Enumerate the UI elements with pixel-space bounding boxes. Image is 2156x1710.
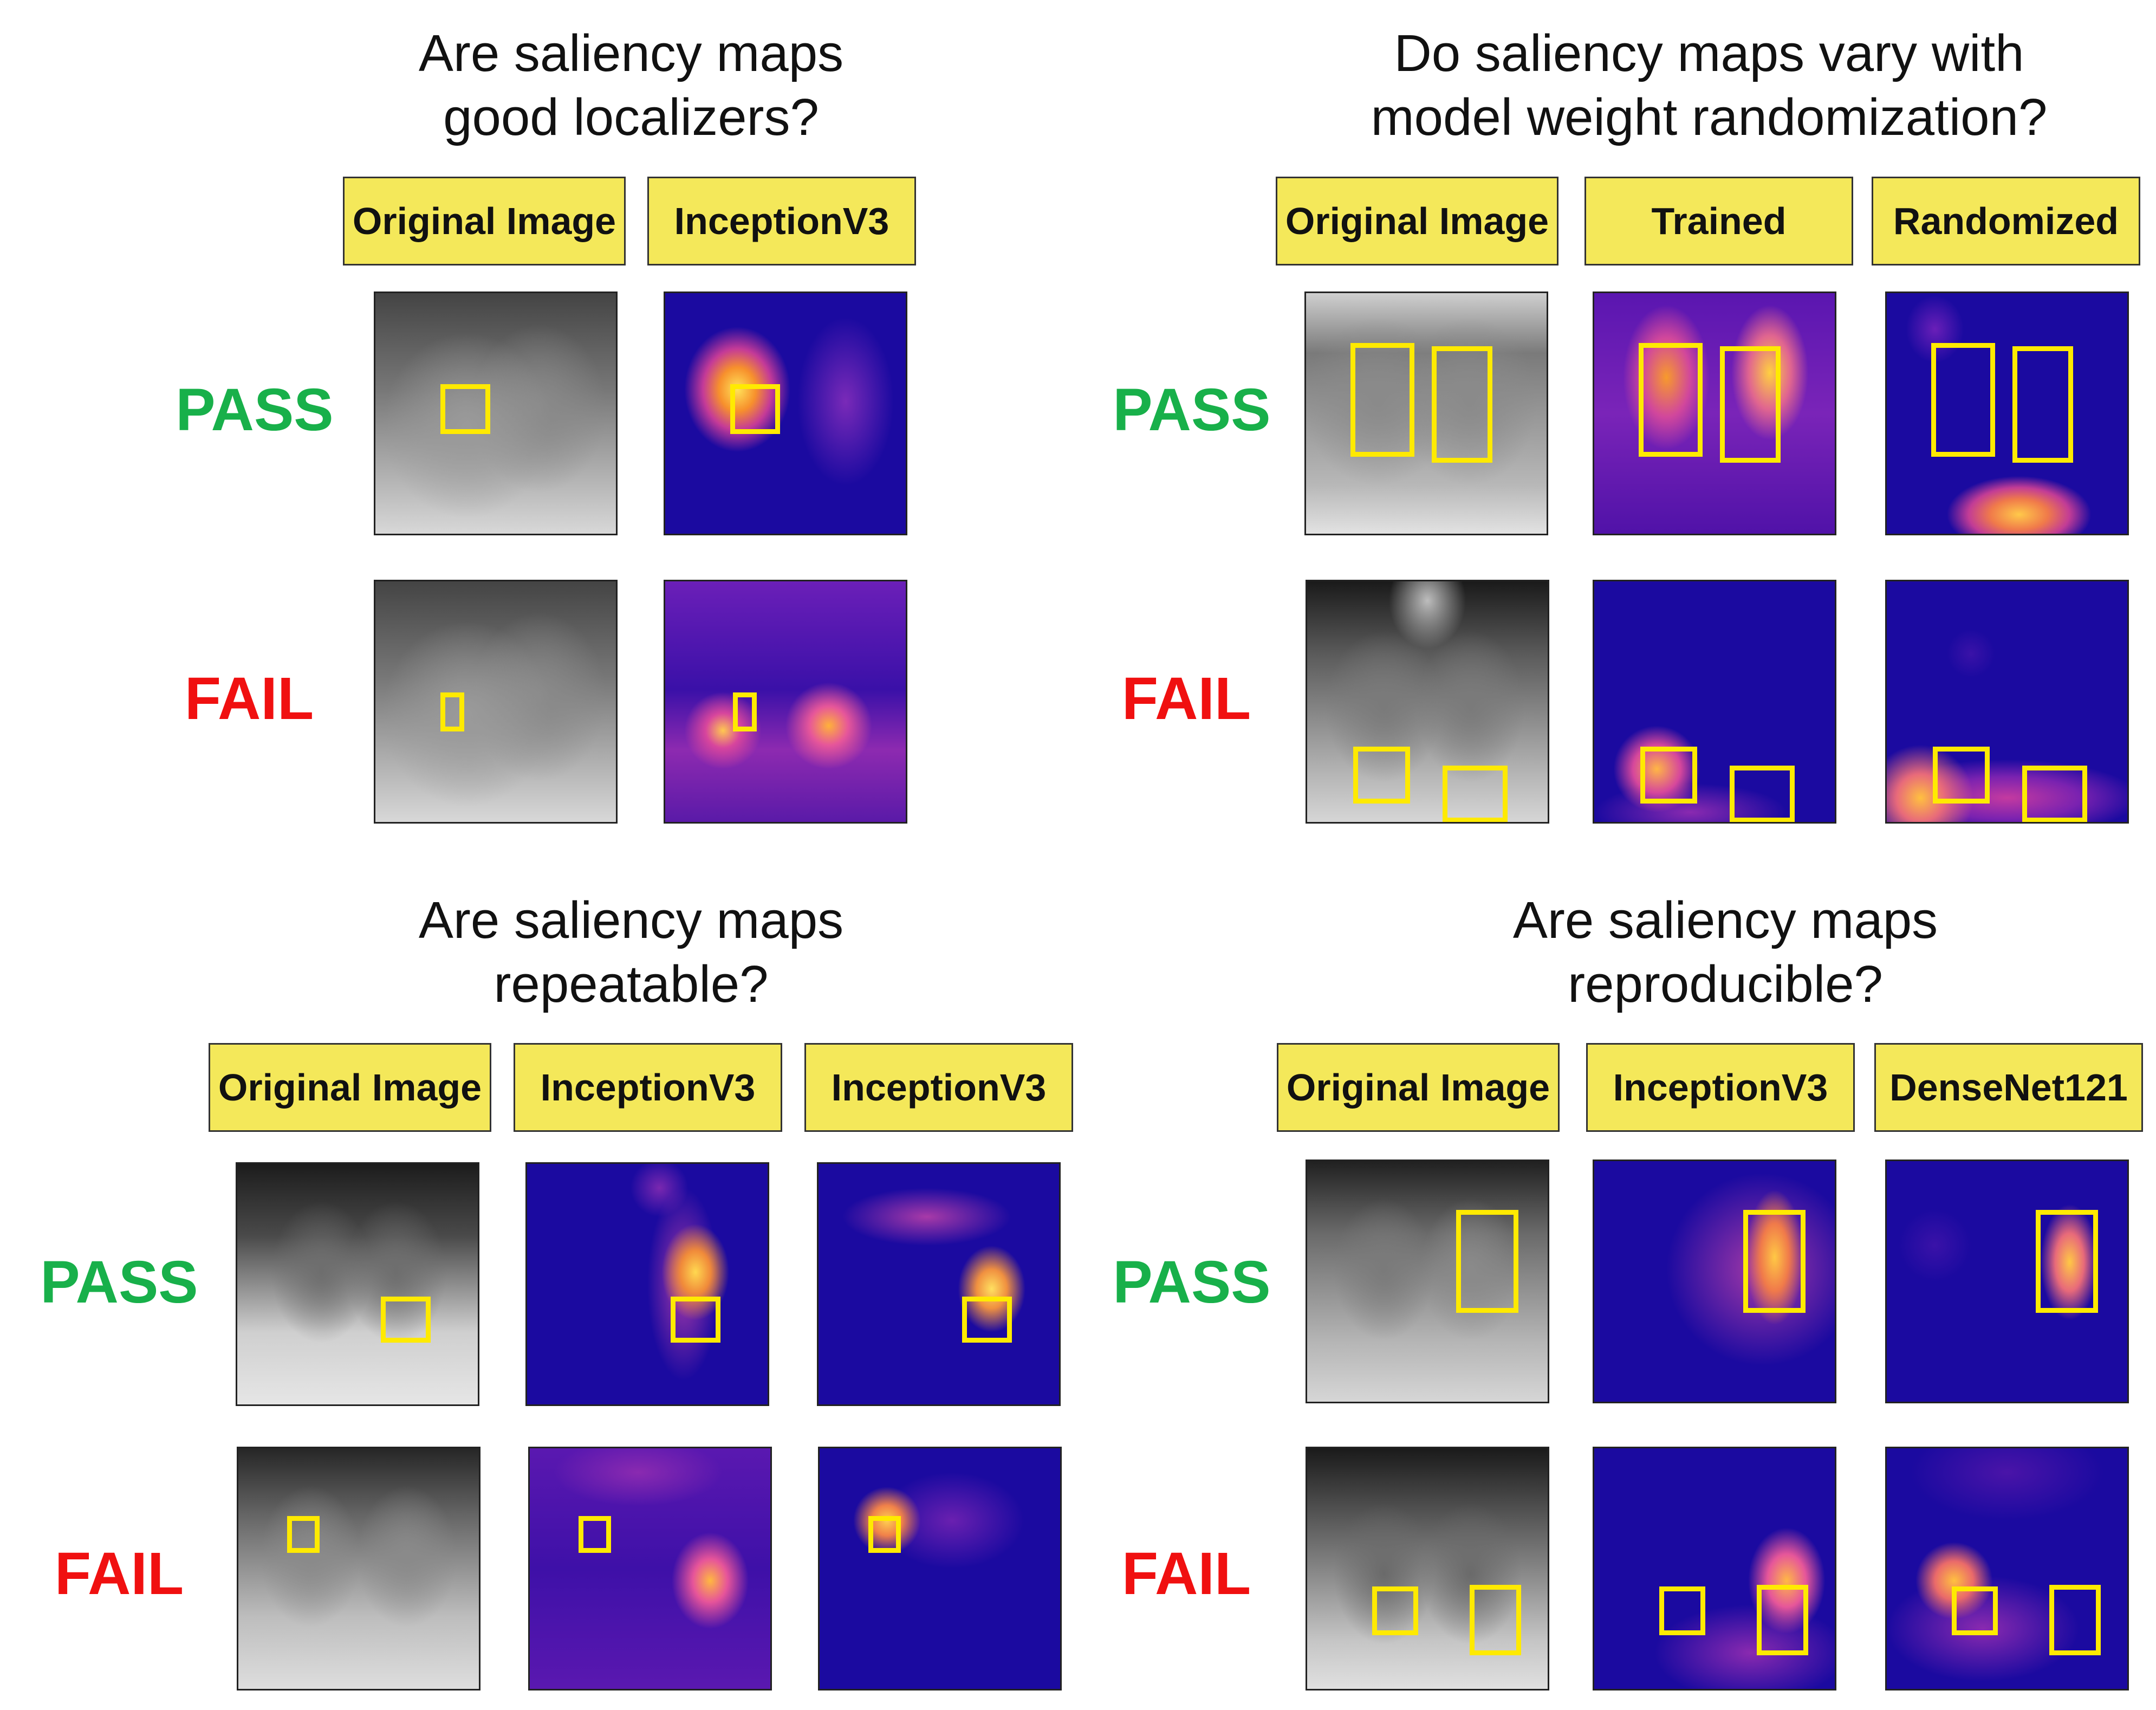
randomization-fail-trained-heatmap <box>1593 580 1836 824</box>
randomization-pass-verdict: PASS <box>1113 377 1271 443</box>
repeatability-title-line2: repeatable? <box>493 955 769 1013</box>
localization-pass-heatmap <box>664 292 907 535</box>
localization-label-inceptionv3: InceptionV3 <box>647 177 916 265</box>
reproducibility-label-original: Original Image <box>1277 1043 1560 1132</box>
randomization-label-original: Original Image <box>1276 177 1558 265</box>
reproducibility-title: Are saliency maps reproducible? <box>1408 889 2042 1016</box>
localization-label-original: Original Image <box>343 177 626 265</box>
randomization-fail-randomized-heatmap <box>1885 580 2129 824</box>
repeatability-label-original: Original Image <box>209 1043 491 1132</box>
randomization-pass-trained-box-left <box>1639 343 1703 457</box>
randomization-pass-randomized-box-left <box>1931 343 1995 457</box>
randomization-fail-xray-box-right <box>1443 766 1508 822</box>
repeatability-fail-heatmap-run1 <box>528 1447 772 1690</box>
localization-title-line1: Are saliency maps <box>418 24 844 82</box>
reproducibility-fail-xray-box-left <box>1372 1586 1418 1635</box>
repeatability-pass-verdict: PASS <box>40 1249 198 1316</box>
randomization-label-trained: Trained <box>1584 177 1853 265</box>
reproducibility-fail-densenet121-box-left <box>1952 1586 1998 1635</box>
reproducibility-title-line2: reproducible? <box>1568 955 1883 1013</box>
reproducibility-fail-densenet121-box-right <box>2049 1585 2101 1655</box>
localization-pass-xray <box>374 292 618 535</box>
randomization-pass-xray-box-right <box>1432 346 1492 463</box>
reproducibility-fail-heatmap-inceptionv3 <box>1593 1447 1836 1690</box>
reproducibility-pass-xray-box <box>1456 1210 1518 1313</box>
repeatability-fail-heatmap-run2 <box>818 1447 1062 1690</box>
randomization-label-randomized: Randomized <box>1872 177 2140 265</box>
randomization-pass-trained-box-right <box>1720 346 1781 463</box>
localization-fail-verdict: FAIL <box>184 665 314 732</box>
randomization-pass-xray <box>1304 292 1548 535</box>
reproducibility-fail-xray-box-right <box>1470 1585 1521 1655</box>
localization-fail-heatmap <box>664 580 907 824</box>
localization-fail-xray <box>374 580 618 824</box>
repeatability-fail-verdict: FAIL <box>54 1540 184 1607</box>
localization-fail-heatmap-box <box>733 692 757 731</box>
reproducibility-title-line1: Are saliency maps <box>1512 891 1938 949</box>
repeatability-fail-heatmap-run1-box <box>579 1516 611 1553</box>
reproducibility-pass-heatmap-inceptionv3 <box>1593 1160 1836 1403</box>
repeatability-title-line1: Are saliency maps <box>418 891 844 949</box>
localization-pass-verdict: PASS <box>176 377 334 443</box>
localization-title: Are saliency maps good localizers? <box>314 22 948 150</box>
randomization-fail-xray-box-left <box>1353 747 1410 804</box>
reproducibility-label-densenet121: DenseNet121 <box>1874 1043 2143 1132</box>
randomization-fail-trained-box-left <box>1640 747 1697 804</box>
randomization-fail-randomized-box-left <box>1933 747 1990 804</box>
reproducibility-fail-heatmap-densenet121 <box>1885 1447 2129 1690</box>
repeatability-label-inceptionv3-run2: InceptionV3 <box>804 1043 1073 1132</box>
repeatability-pass-heatmap-run2 <box>817 1162 1061 1406</box>
randomization-fail-verdict: FAIL <box>1121 665 1251 732</box>
repeatability-pass-heatmap-run2-box <box>962 1297 1012 1343</box>
randomization-pass-randomized-box-right <box>2012 346 2073 463</box>
repeatability-title: Are saliency maps repeatable? <box>314 889 948 1016</box>
reproducibility-pass-densenet121-box <box>2036 1210 2098 1313</box>
repeatability-pass-heatmap-run1-box <box>671 1297 720 1343</box>
localization-pass-heatmap-box <box>730 384 780 434</box>
randomization-fail-randomized-box-right <box>2022 766 2087 822</box>
reproducibility-pass-xray <box>1306 1160 1549 1403</box>
repeatability-pass-xray-box <box>381 1297 431 1343</box>
reproducibility-pass-inceptionv3-box <box>1743 1210 1806 1313</box>
reproducibility-fail-inceptionv3-box-right <box>1757 1585 1808 1655</box>
repeatability-fail-xray-box <box>287 1516 320 1553</box>
randomization-title-line2: model weight randomization? <box>1371 88 2048 146</box>
reproducibility-fail-xray <box>1306 1447 1549 1690</box>
localization-pass-xray-box <box>440 384 490 434</box>
reproducibility-pass-verdict: PASS <box>1113 1249 1271 1316</box>
localization-title-line2: good localizers? <box>443 88 819 146</box>
repeatability-fail-heatmap-run2-box <box>868 1516 901 1553</box>
repeatability-pass-xray <box>236 1162 479 1406</box>
randomization-fail-trained-box-right <box>1730 766 1795 822</box>
reproducibility-label-inceptionv3: InceptionV3 <box>1586 1043 1855 1132</box>
reproducibility-pass-heatmap-densenet121 <box>1885 1160 2129 1403</box>
repeatability-fail-xray <box>237 1447 480 1690</box>
reproducibility-fail-inceptionv3-box-left <box>1659 1586 1705 1635</box>
randomization-fail-xray <box>1306 580 1549 824</box>
randomization-pass-trained-heatmap <box>1593 292 1836 535</box>
randomization-title: Do saliency maps vary with model weight … <box>1262 22 2156 150</box>
repeatability-pass-heatmap-run1 <box>525 1162 769 1406</box>
randomization-pass-xray-box-left <box>1350 343 1414 457</box>
reproducibility-fail-verdict: FAIL <box>1121 1540 1251 1607</box>
randomization-title-line1: Do saliency maps vary with <box>1394 24 2024 82</box>
repeatability-label-inceptionv3-run1: InceptionV3 <box>514 1043 782 1132</box>
localization-fail-xray-box <box>440 692 464 731</box>
randomization-pass-randomized-heatmap <box>1885 292 2129 535</box>
